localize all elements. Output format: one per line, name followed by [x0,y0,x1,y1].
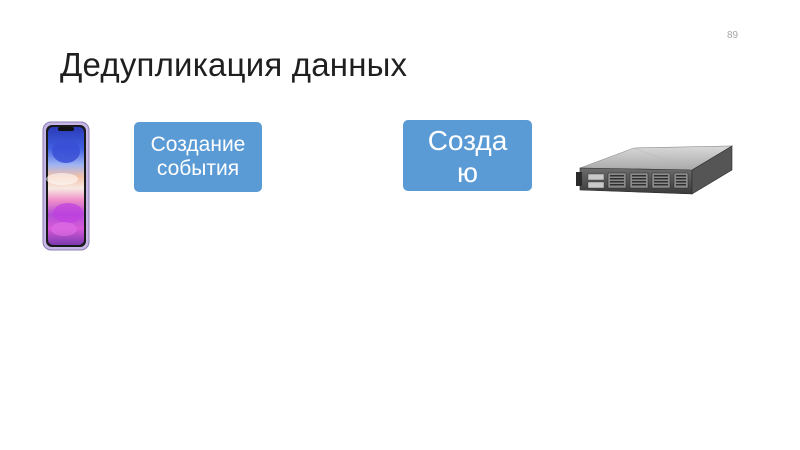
create-event-label: Создание события [150,133,246,180]
create-event-box: Создание события [134,122,262,192]
create-box-truncated-label: Созда ю [427,124,508,188]
slide-title: Дедупликация данных [60,46,408,83]
page-number: 89 [727,30,739,41]
smartphone-icon [42,121,90,251]
rack-server-icon [576,145,734,195]
create-box-truncated: Созда ю [403,120,532,191]
